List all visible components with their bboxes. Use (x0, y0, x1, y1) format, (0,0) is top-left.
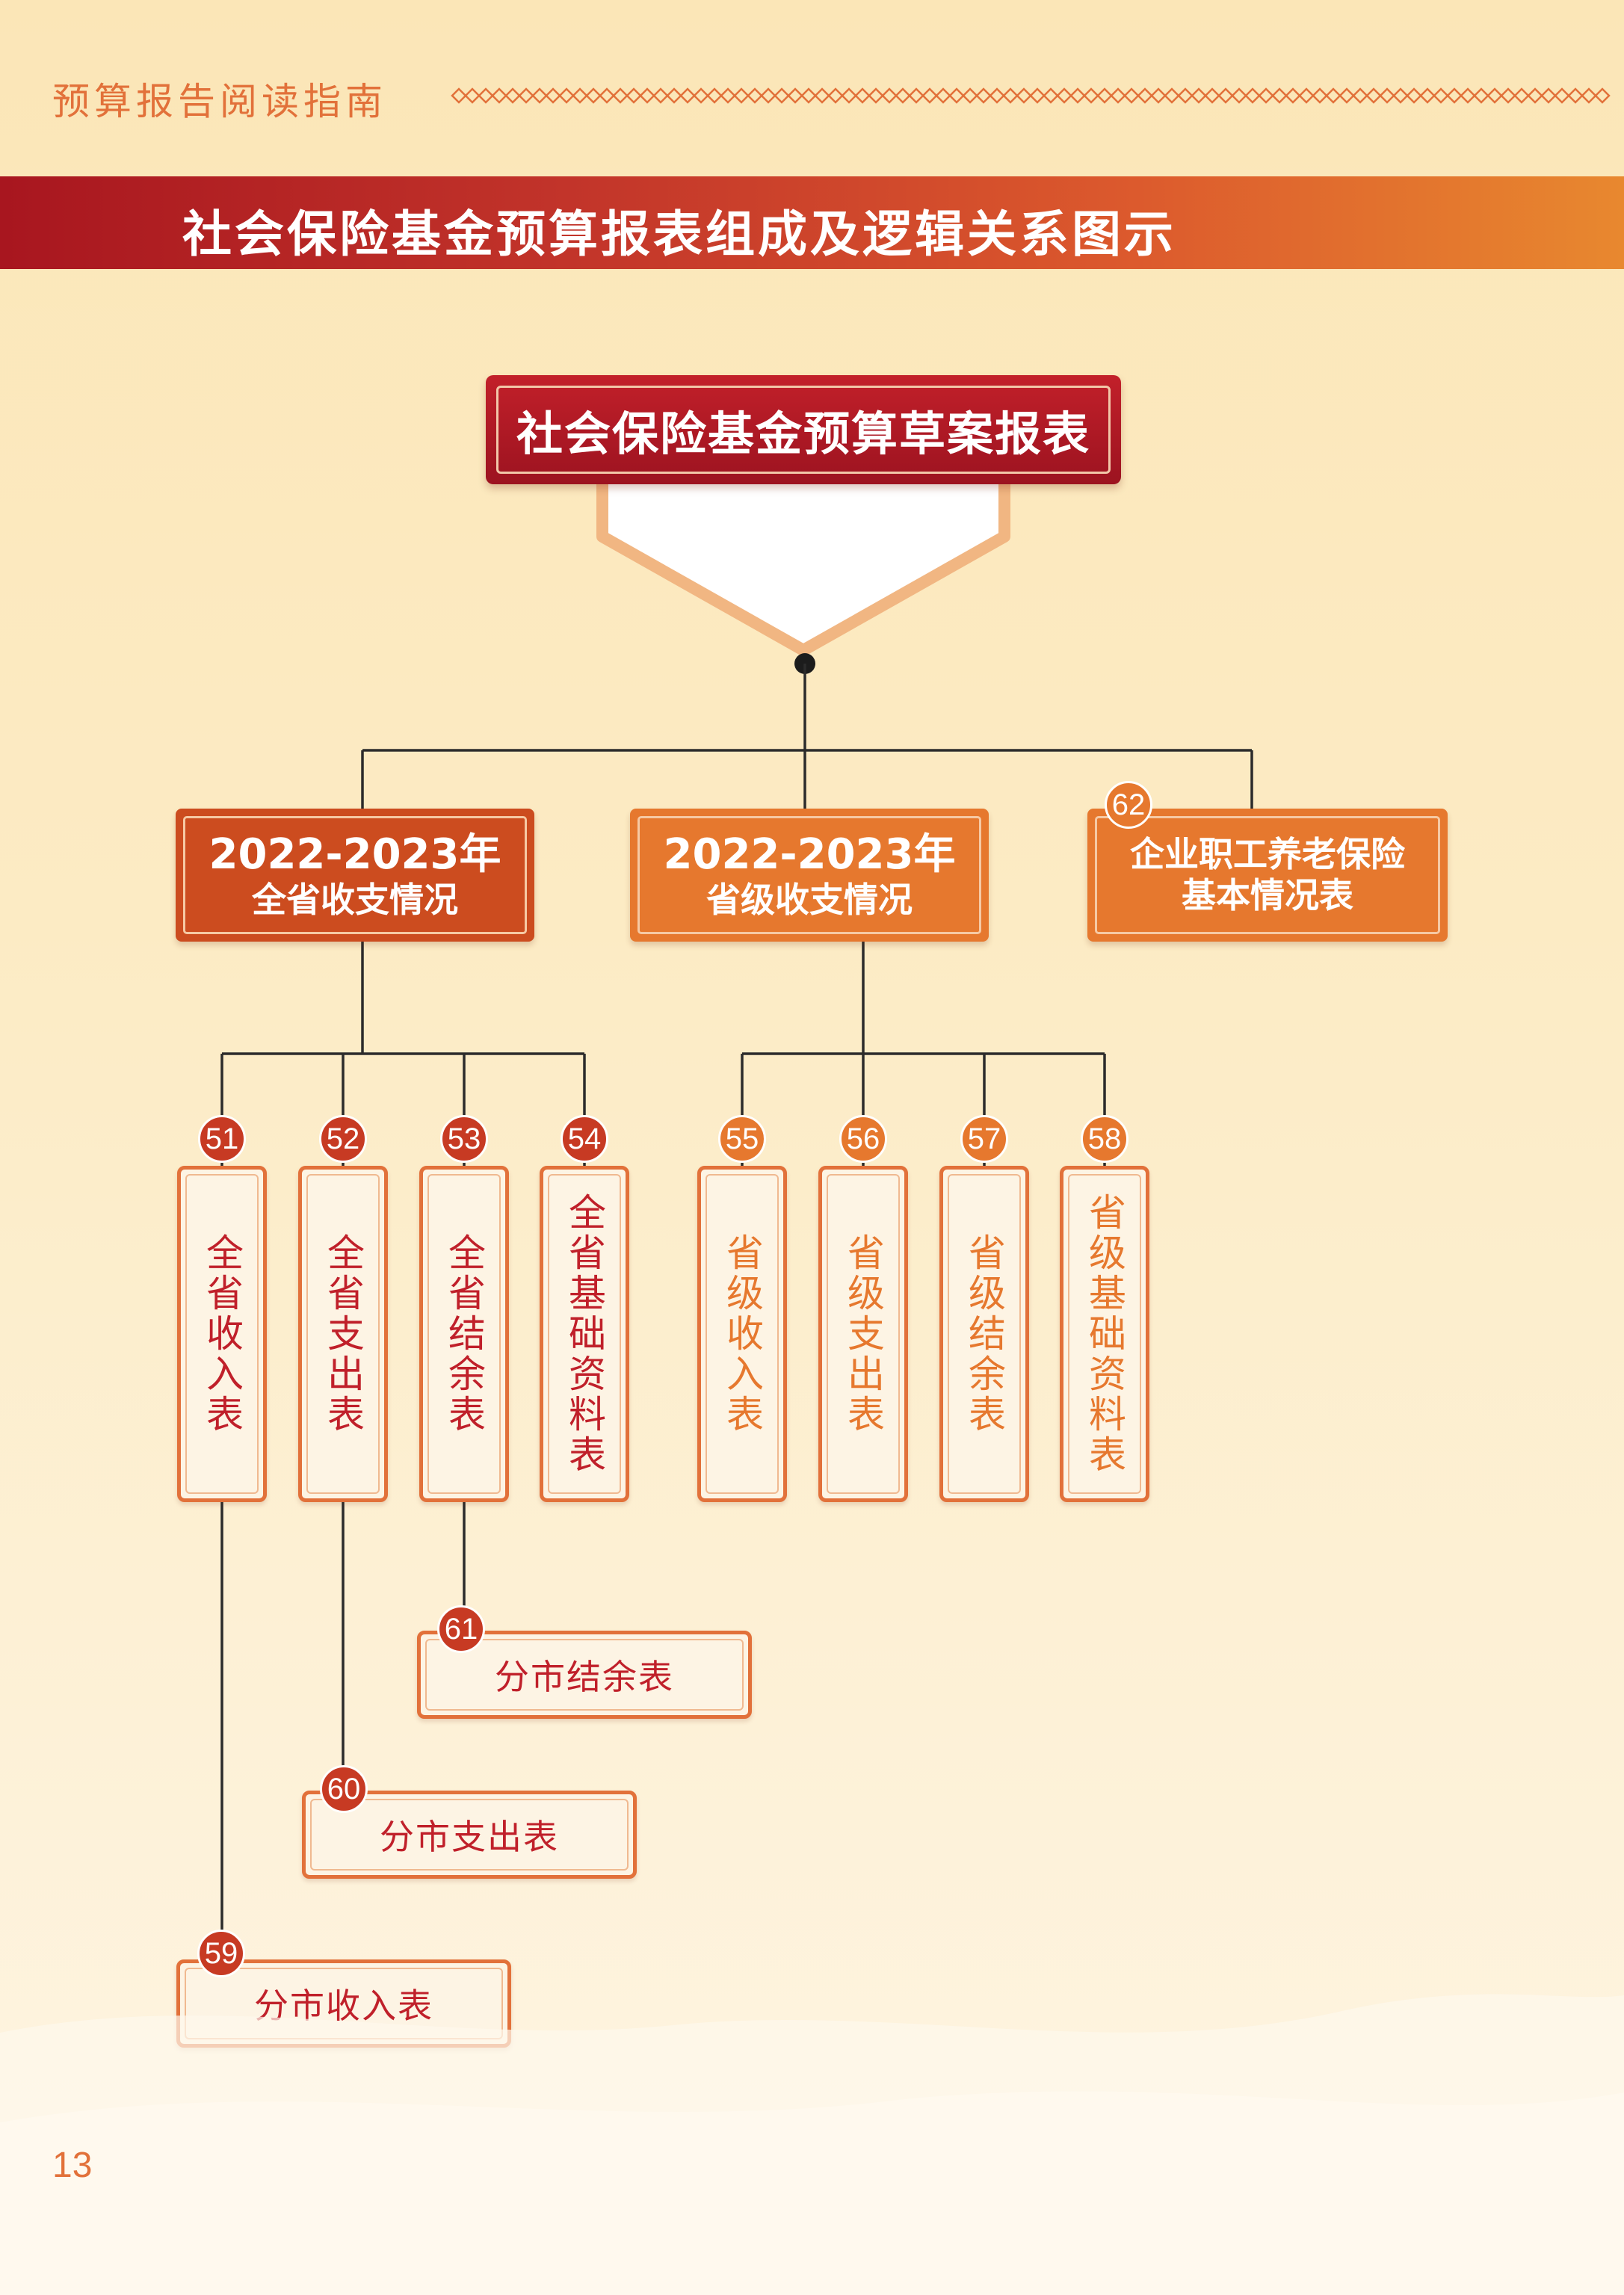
decorative-diamond-border (451, 87, 1611, 104)
badge-54: 54 (561, 1115, 608, 1163)
page-number: 13 (52, 2146, 93, 2185)
badge-51: 51 (198, 1115, 246, 1163)
table-52-label: 全省支出表 (321, 1233, 365, 1435)
table-56-label: 省级支出表 (842, 1233, 885, 1435)
province-total-box: 2022-2023年 全省收支情况 (176, 809, 534, 942)
table-53-box: 全省结余表 (419, 1166, 509, 1502)
table-53-label: 全省结余表 (442, 1233, 486, 1435)
badge-56: 56 (839, 1115, 887, 1163)
province-level-label: 省级收支情况 (706, 880, 913, 920)
badge-55: 55 (718, 1115, 766, 1163)
badge-58: 58 (1081, 1115, 1129, 1163)
province-level-box: 2022-2023年 省级收支情况 (630, 809, 989, 942)
table-51-label: 全省收入表 (200, 1233, 244, 1435)
root-report-title: 社会保险基金预算草案报表 (496, 386, 1111, 474)
badge-57: 57 (960, 1115, 1008, 1163)
table-55-label: 省级收入表 (720, 1233, 764, 1435)
root-report-box: 社会保险基金预算草案报表 (486, 375, 1121, 484)
table-55-box: 省级收入表 (697, 1166, 787, 1502)
province-total-year: 2022-2023年 (209, 830, 501, 879)
city-surplus-label: 分市结余表 (425, 1639, 744, 1711)
pension-box: 企业职工养老保险 基本情况表 (1087, 809, 1448, 942)
badge-61: 61 (437, 1605, 485, 1653)
table-54-label: 全省基础资料表 (563, 1193, 606, 1475)
city-surplus-box: 分市结余表 (417, 1631, 752, 1719)
table-56-box: 省级支出表 (818, 1166, 908, 1502)
table-58-label: 省级基础资料表 (1083, 1193, 1126, 1475)
table-57-box: 省级结余表 (939, 1166, 1029, 1502)
section-banner: 社会保险基金预算报表组成及逻辑关系图示 (0, 176, 1624, 269)
province-level-year: 2022-2023年 (663, 830, 956, 879)
pension-line1: 企业职工养老保险 (1130, 833, 1405, 874)
table-54-box: 全省基础资料表 (540, 1166, 629, 1502)
badge-52: 52 (319, 1115, 367, 1163)
table-51-box: 全省收入表 (177, 1166, 267, 1502)
badge-62: 62 (1105, 781, 1152, 829)
province-total-label: 全省收支情况 (252, 880, 458, 920)
table-58-box: 省级基础资料表 (1060, 1166, 1149, 1502)
badge-60: 60 (320, 1765, 368, 1813)
guide-title: 预算报告阅读指南 (52, 80, 387, 123)
table-52-box: 全省支出表 (298, 1166, 388, 1502)
badge-59: 59 (197, 1930, 245, 1977)
badge-53: 53 (440, 1115, 488, 1163)
pension-line2: 基本情况表 (1182, 875, 1353, 915)
decorative-hills (0, 1994, 1624, 2295)
city-expense-label: 分市支出表 (310, 1799, 629, 1871)
table-57-label: 省级结余表 (963, 1233, 1006, 1435)
banner-title: 社会保险基金预算报表组成及逻辑关系图示 (182, 206, 1176, 263)
